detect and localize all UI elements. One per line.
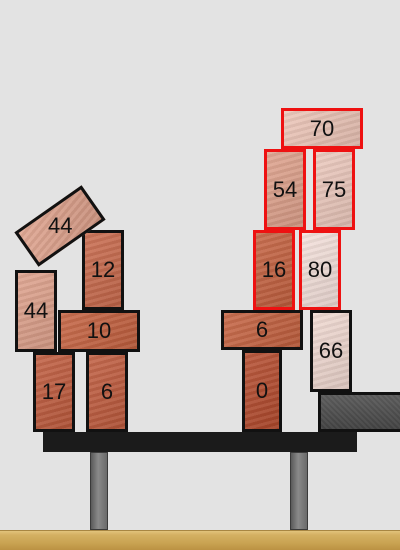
block-66[interactable]: 66 (310, 310, 352, 392)
block-number: 75 (321, 176, 347, 202)
table-leg-right (290, 452, 308, 530)
block-number: 17 (41, 379, 67, 404)
block-number: 44 (47, 213, 73, 239)
block-number: 6 (100, 379, 114, 404)
block-number: 16 (261, 257, 287, 282)
stone-slab (318, 392, 400, 432)
block-80[interactable]: 80 (299, 230, 341, 310)
block-number: 10 (86, 318, 112, 343)
block-number: 0 (255, 378, 269, 403)
block-number: 80 (307, 257, 333, 282)
block-number: 12 (90, 257, 116, 282)
block-44[interactable]: 44 (15, 270, 57, 352)
block-17[interactable]: 17 (33, 352, 75, 432)
table-leg-left (90, 452, 108, 530)
block-number: 6 (255, 317, 269, 342)
block-number: 54 (272, 176, 298, 202)
block-6[interactable]: 6 (86, 352, 128, 432)
block-6[interactable]: 6 (221, 310, 303, 350)
block-75[interactable]: 75 (313, 149, 355, 230)
block-70[interactable]: 70 (281, 108, 363, 149)
block-number: 44 (23, 298, 49, 323)
block-16[interactable]: 16 (253, 230, 295, 310)
block-12[interactable]: 12 (82, 230, 124, 310)
block-54[interactable]: 54 (264, 149, 306, 230)
block-0[interactable]: 0 (242, 350, 282, 432)
block-10[interactable]: 10 (58, 310, 140, 352)
block-number: 70 (309, 115, 335, 141)
wooden-floor (0, 530, 400, 550)
block-number: 66 (318, 338, 344, 363)
table-platform (43, 432, 357, 452)
